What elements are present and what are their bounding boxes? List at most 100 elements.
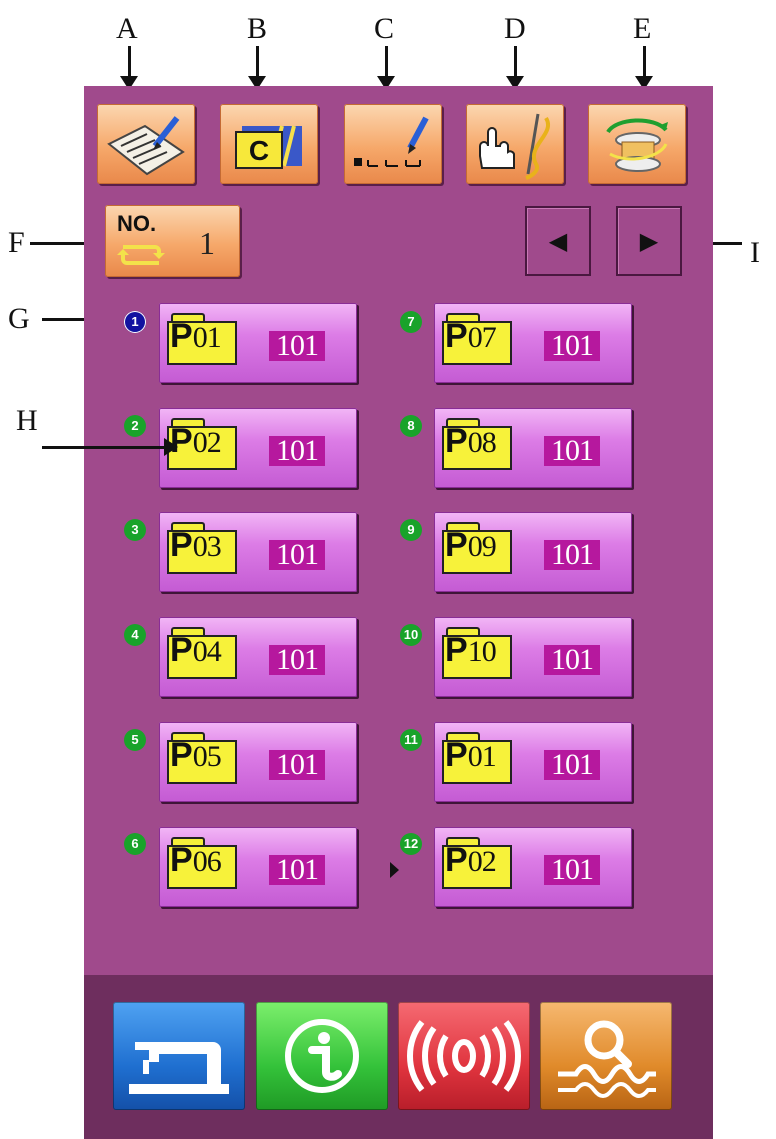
pattern-code: 10 [467,635,497,668]
sewing-machine-icon [129,1042,229,1094]
information-button[interactable] [256,1002,388,1110]
pattern-button-p03[interactable]: P03 101 [159,512,357,592]
pattern-count: 101 [544,855,600,885]
stitch-edit-button[interactable] [344,104,442,184]
pattern-code: 06 [192,845,222,878]
callout-a-arrow [120,46,138,90]
pattern-button-p06[interactable]: P06 101 [159,827,357,907]
pattern-prefix: P [445,631,468,669]
folder-icon: P02 [442,837,516,893]
number-button-value: 1 [199,225,215,261]
pattern-badge: 11 [400,729,422,751]
callout-c: C [374,12,395,45]
folder-icon: P10 [442,627,516,683]
pattern-badge: 5 [124,729,146,751]
selection-cursor-icon [390,862,399,878]
callout-d: D [504,12,526,45]
pattern-code: 09 [467,530,497,563]
pattern-count: 101 [269,540,325,570]
next-arrow-icon: ▶ [639,227,659,255]
pattern-badge: 12 [400,833,422,855]
manual-needle-button[interactable] [466,104,564,184]
pattern-data-edit-icon [107,116,185,176]
pattern-button-p07[interactable]: P07 101 [434,303,632,383]
pattern-count: 101 [269,855,325,885]
pattern-button-p02b[interactable]: P02 101 [434,827,632,907]
search-button[interactable] [540,1002,672,1110]
pattern-code: 04 [192,635,222,668]
pattern-count: 101 [544,331,600,361]
pattern-data-edit-button[interactable] [97,104,195,184]
pattern-count: 101 [269,750,325,780]
pattern-badge: 2 [124,415,146,437]
callout-i: I [750,236,760,269]
pattern-badge: 8 [400,415,422,437]
pattern-code: 08 [467,426,497,459]
folder-icon: P06 [167,837,241,893]
search-icon [558,1020,656,1098]
callout-e-arrow [635,46,653,90]
next-page-button[interactable]: ▶ [616,206,682,276]
pattern-button-p01[interactable]: P01 101 [159,303,357,383]
stitch-edit-icon [354,116,429,167]
folder-icon: P05 [167,732,241,788]
pattern-button-p05[interactable]: P05 101 [159,722,357,802]
svg-text:C: C [249,135,269,166]
communication-icon [407,1020,521,1092]
pattern-count: 101 [269,645,325,675]
pattern-button-p09[interactable]: P09 101 [434,512,632,592]
pattern-count: 101 [544,750,600,780]
pattern-number-button[interactable]: NO. 1 [105,205,240,277]
pattern-code: 03 [192,530,222,563]
pattern-button-p02[interactable]: P02 101 [159,408,357,488]
pattern-badge: 1 [124,311,146,333]
pattern-prefix: P [170,526,193,564]
folder-icon: P04 [167,627,241,683]
pattern-count: 101 [269,331,325,361]
pattern-code: 01 [467,740,497,773]
pattern-prefix: P [170,736,193,774]
bobbin-winder-icon [606,118,668,172]
folder-icon: P09 [442,522,516,578]
pattern-button-p10[interactable]: P10 101 [434,617,632,697]
callout-g: G [8,302,30,335]
pattern-code: 07 [467,321,497,354]
pattern-code: 05 [192,740,222,773]
pattern-count: 101 [269,436,325,466]
callout-b: B [247,12,268,45]
pattern-prefix: P [445,526,468,564]
callout-a: A [116,12,138,45]
pattern-button-p04[interactable]: P04 101 [159,617,357,697]
callout-e: E [633,12,652,45]
pattern-badge: 9 [400,519,422,541]
pattern-badge: 7 [400,311,422,333]
number-button-label: NO. [117,211,157,236]
pattern-count: 101 [544,645,600,675]
callout-f: F [8,226,25,259]
bobbin-winder-button[interactable] [588,104,686,184]
communication-button[interactable] [398,1002,530,1110]
pattern-count: 101 [544,436,600,466]
pattern-button-p08[interactable]: P08 101 [434,408,632,488]
pattern-button-p01b[interactable]: P01 101 [434,722,632,802]
pattern-badge: 4 [124,624,146,646]
info-icon [285,1019,359,1093]
pattern-prefix: P [445,317,468,355]
prev-page-button[interactable]: ◀ [525,206,591,276]
pattern-prefix: P [445,422,468,460]
callout-h: H [16,404,38,437]
pattern-prefix: P [170,841,193,879]
callout-c-arrow [377,46,395,90]
folder-icon: P08 [442,418,516,474]
counter-button[interactable]: C [220,104,318,184]
manual-needle-icon [479,113,550,180]
pattern-prefix: P [170,631,193,669]
counter-icon: C [235,125,302,169]
pattern-badge: 3 [124,519,146,541]
sewing-mode-button[interactable] [113,1002,245,1110]
callout-d-arrow [506,46,524,90]
pattern-badge: 6 [124,833,146,855]
folder-icon: P07 [442,313,516,369]
pattern-badge: 10 [400,624,422,646]
pattern-prefix: P [445,841,468,879]
